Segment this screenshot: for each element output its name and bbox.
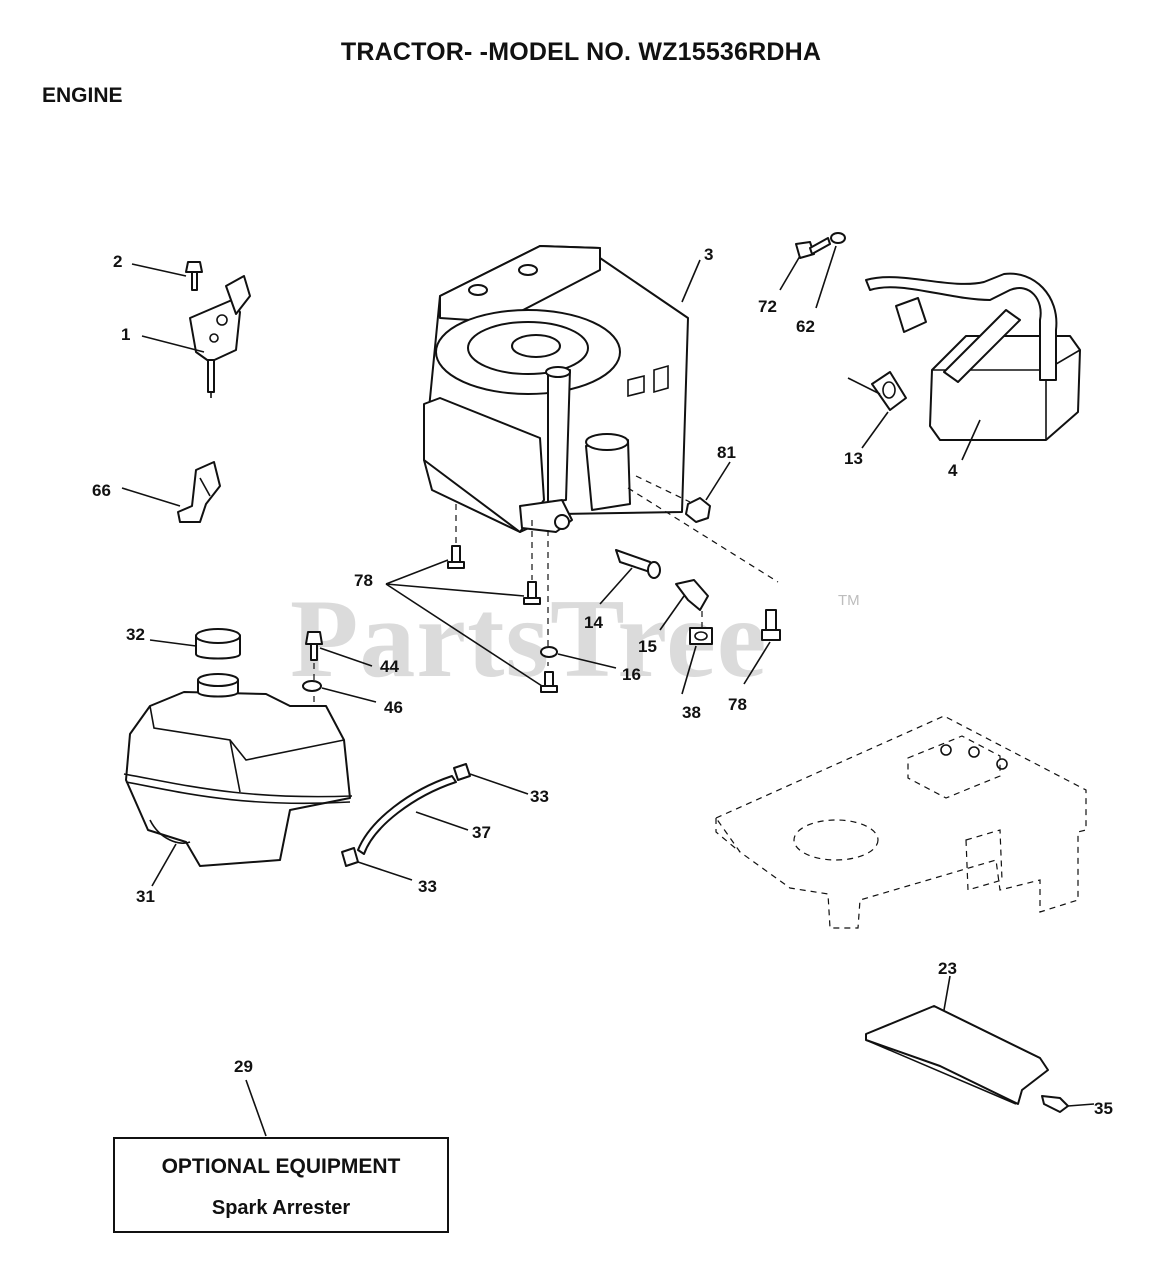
callout-44: 44 [380, 657, 399, 676]
screw-part[interactable] [185, 261, 203, 291]
callout-81: 81 [717, 443, 736, 462]
callout-4: 4 [948, 461, 958, 480]
bolt-part[interactable] [523, 581, 541, 605]
bolt-part[interactable] [761, 609, 781, 641]
callout-72: 72 [758, 297, 777, 316]
bolt-part[interactable] [1041, 1095, 1069, 1113]
fitting-part[interactable] [615, 549, 661, 579]
callout-46: 46 [384, 698, 403, 717]
elbow-fitting-part[interactable] [675, 579, 709, 611]
callout-15: 15 [638, 637, 657, 656]
optional-equipment-box: OPTIONAL EQUIPMENT Spark Arrester [113, 1137, 449, 1233]
callout-33-lower: 33 [418, 877, 437, 896]
callout-33-upper: 33 [530, 787, 549, 806]
callout-3: 3 [704, 245, 713, 264]
screw-part[interactable] [305, 631, 323, 661]
bolt-part[interactable] [540, 671, 558, 693]
callout-16: 16 [622, 665, 641, 684]
callout-2: 2 [113, 252, 122, 271]
fuel-line-part[interactable] [357, 775, 457, 855]
callout-labels: 2 1 66 3 72 62 4 13 81 78 14 15 16 38 78… [92, 245, 1113, 1118]
callout-29: 29 [234, 1057, 253, 1076]
throttle-control-part[interactable] [189, 275, 251, 398]
callout-1: 1 [121, 325, 130, 344]
clip-part[interactable] [177, 461, 221, 523]
fuel-tank-part[interactable] [123, 673, 353, 867]
washer-part[interactable] [830, 232, 846, 244]
clamp-part[interactable] [341, 847, 359, 867]
callout-78-left: 78 [354, 571, 373, 590]
shield-part[interactable] [865, 1005, 1049, 1105]
section-heading: ENGINE [42, 84, 123, 107]
chassis-frame-reference [715, 715, 1087, 929]
gasket-part[interactable] [871, 371, 907, 411]
callout-38: 38 [682, 703, 701, 722]
muffler-part[interactable] [865, 272, 1081, 441]
nut-part[interactable] [689, 627, 713, 645]
callout-31: 31 [136, 887, 155, 906]
callout-78-right: 78 [728, 695, 747, 714]
leader-lines [121, 245, 1095, 1137]
page-title: TRACTOR- -MODEL NO. WZ15536RDHA [340, 38, 822, 66]
bolt-part[interactable] [795, 237, 831, 259]
bolt-part[interactable] [447, 545, 465, 569]
callout-62: 62 [796, 317, 815, 336]
clamp-part[interactable] [453, 763, 471, 781]
callout-35: 35 [1094, 1099, 1113, 1118]
callout-14: 14 [584, 613, 603, 632]
optional-equipment-item[interactable]: Spark Arrester [211, 1197, 351, 1219]
washer-part[interactable] [540, 646, 558, 658]
callout-13: 13 [844, 449, 863, 468]
engine-part[interactable] [423, 245, 689, 533]
optional-equipment-title: OPTIONAL EQUIPMENT [161, 1155, 401, 1178]
callout-32: 32 [126, 625, 145, 644]
callout-23: 23 [938, 959, 957, 978]
washer-part[interactable] [302, 680, 322, 692]
watermark-trademark: TM [838, 592, 860, 609]
callout-37: 37 [472, 823, 491, 842]
callout-66: 66 [92, 481, 111, 500]
nut-part[interactable] [685, 497, 711, 523]
fuel-cap-part[interactable] [195, 628, 241, 660]
